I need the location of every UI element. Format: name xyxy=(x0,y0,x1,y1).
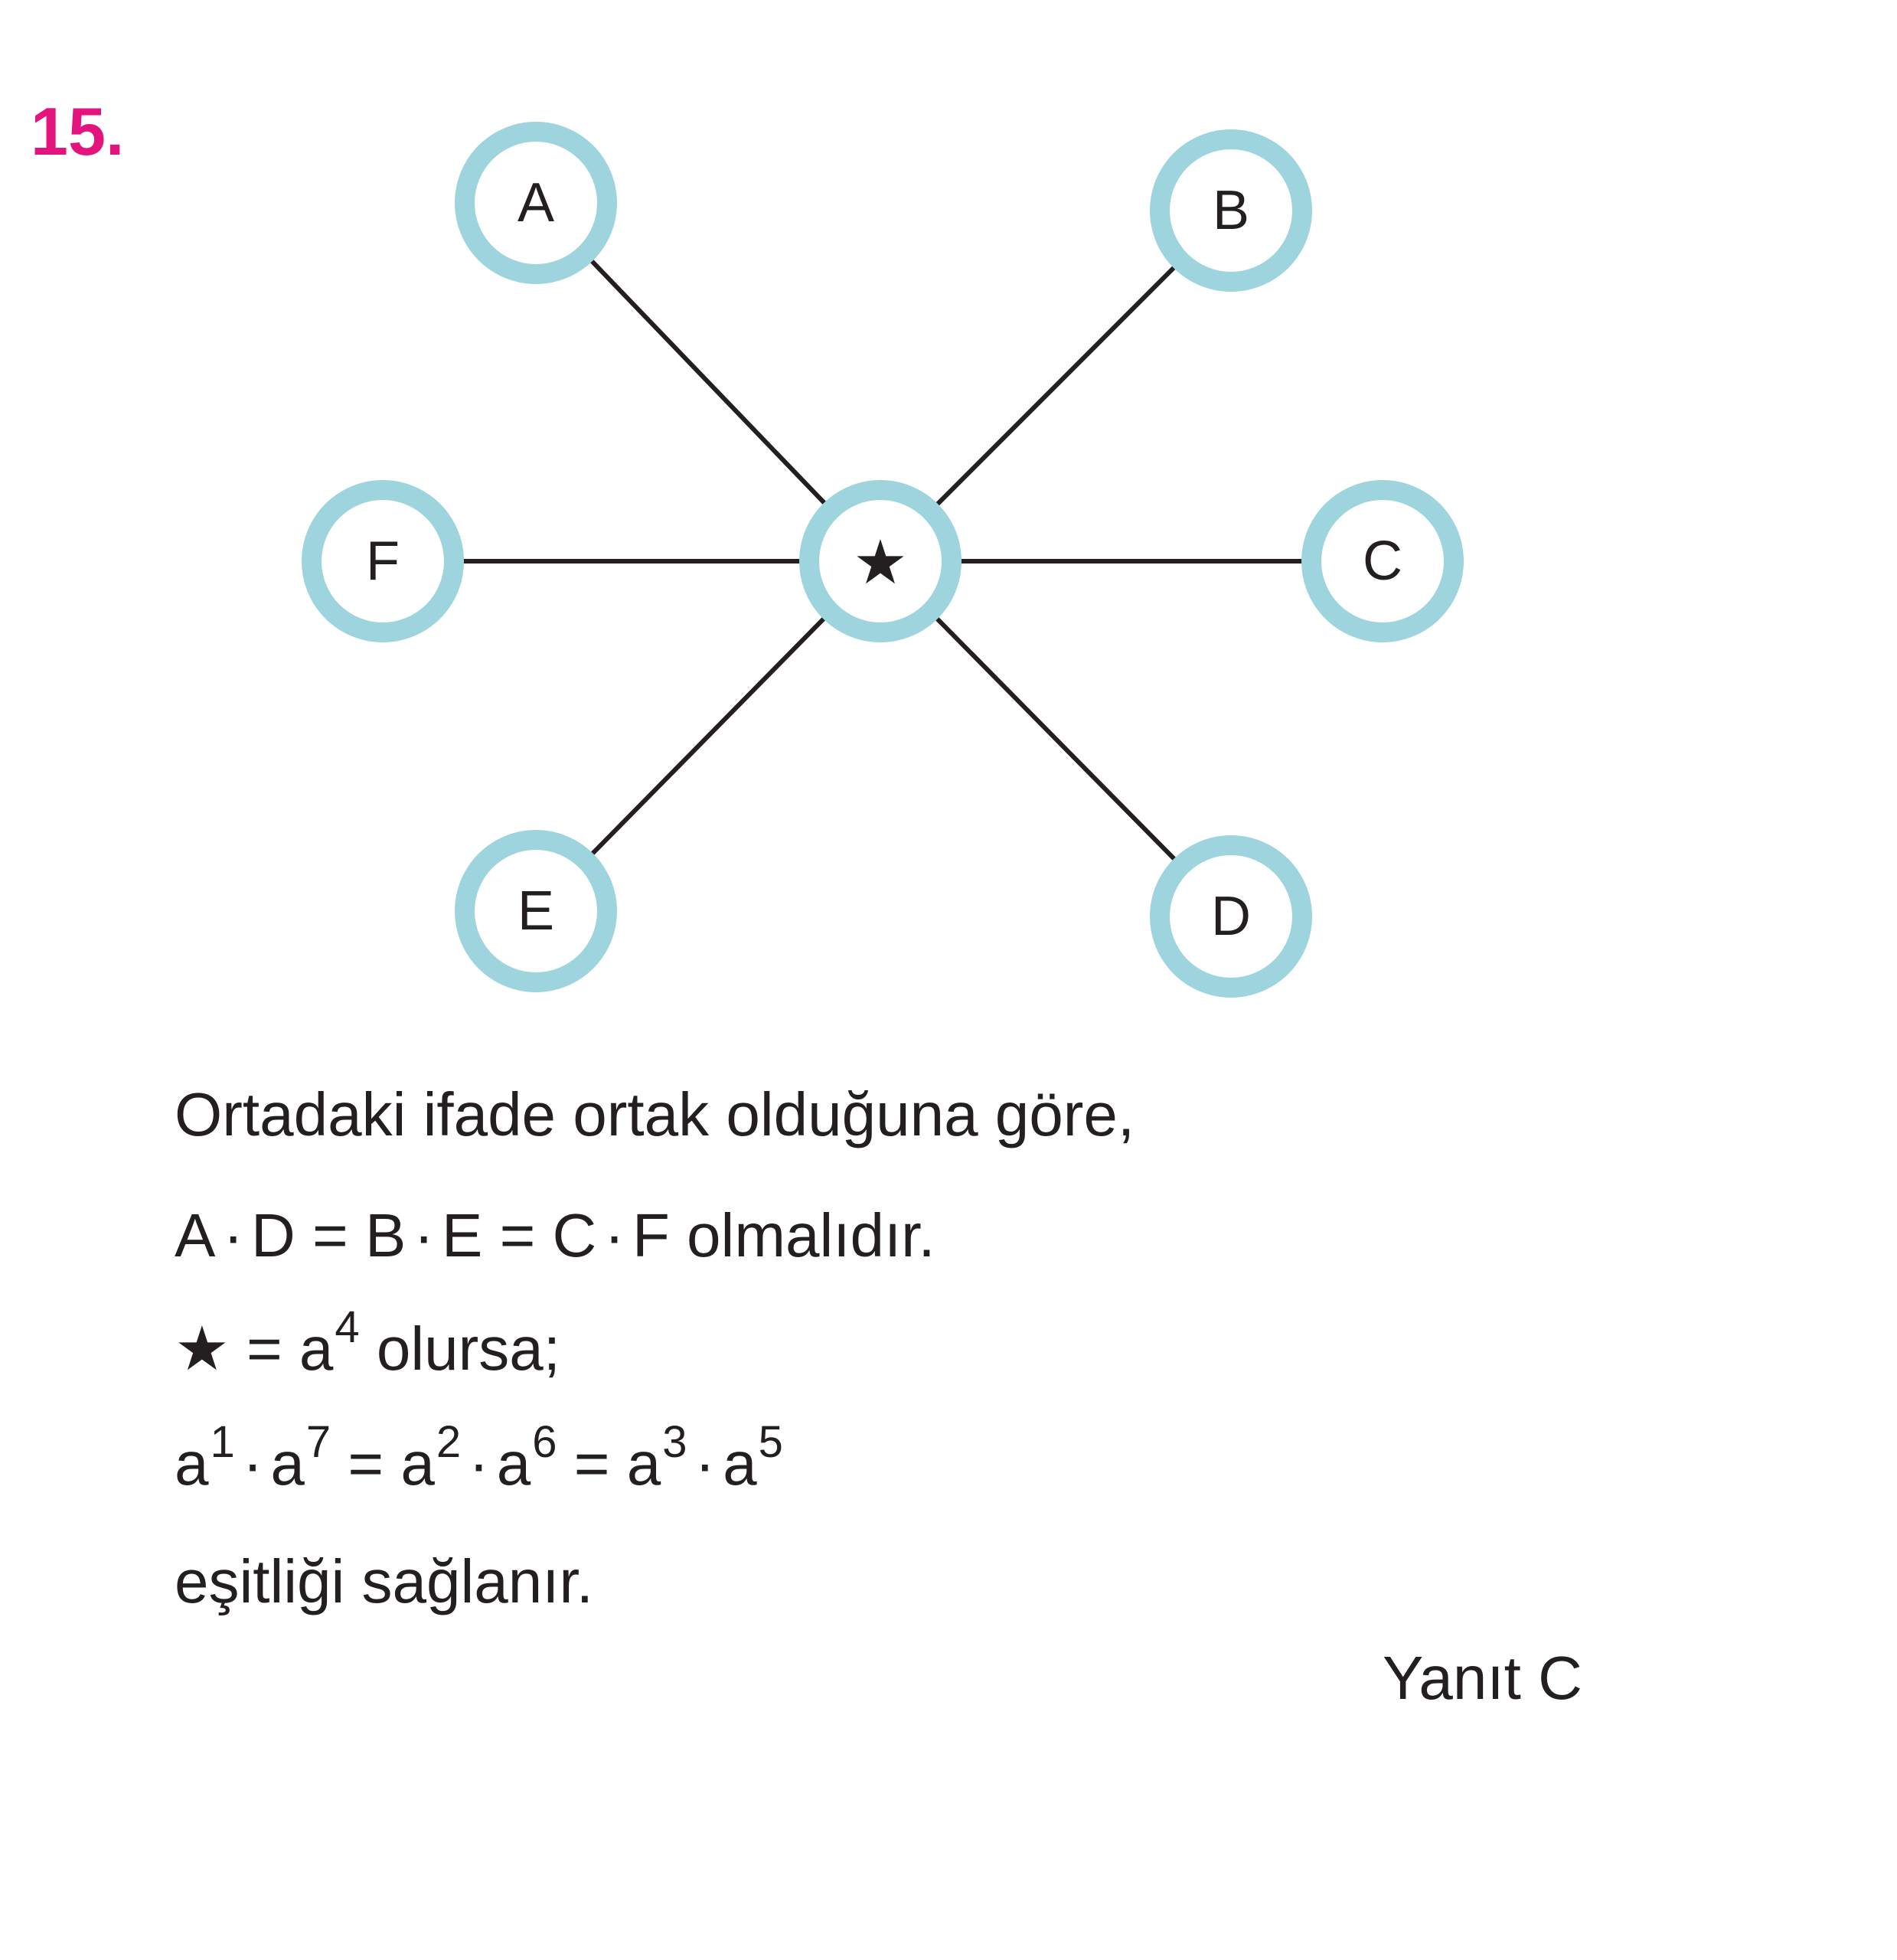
connector-lines xyxy=(383,201,1383,919)
line-center-b xyxy=(878,208,1233,564)
term-e: E xyxy=(441,1201,483,1269)
node-e-label: E xyxy=(518,880,554,942)
exp-2: 2 xyxy=(436,1417,462,1468)
node-d: D xyxy=(1150,835,1312,998)
star-diagram: A B C D E F ★ xyxy=(302,122,1464,998)
exp-5: 5 xyxy=(758,1417,783,1468)
node-a: A xyxy=(455,122,617,284)
line3-suffix: olursa; xyxy=(376,1315,561,1383)
node-a-label: A xyxy=(518,172,554,234)
explanation-line-1: Ortadaki ifade ortak olduğuna göre, xyxy=(175,1080,1135,1148)
node-b: B xyxy=(1150,129,1312,292)
node-b-label: B xyxy=(1213,180,1249,241)
question-number: 15. xyxy=(31,93,125,169)
exp-3: 3 xyxy=(662,1417,687,1468)
node-e: E xyxy=(455,830,617,992)
node-d-label: D xyxy=(1211,886,1251,947)
term-c: C xyxy=(552,1201,597,1269)
term-b: B xyxy=(364,1201,406,1269)
node-center: ★ xyxy=(799,480,962,642)
star-icon: ★ xyxy=(175,1313,230,1384)
center-star-icon: ★ xyxy=(853,527,908,598)
line-center-e xyxy=(534,559,883,913)
answer-text: Yanıt C xyxy=(1383,1644,1582,1712)
explanation-line-5: eşitliği sağlanır. xyxy=(175,1547,593,1615)
power-exponent: 4 xyxy=(335,1302,360,1353)
exp-1: 1 xyxy=(210,1417,235,1468)
explanation-line-2: A·D = B·E = C·F olmalıdır. xyxy=(175,1201,935,1269)
term-f: F xyxy=(632,1201,670,1269)
exp-7: 7 xyxy=(305,1417,331,1468)
node-f-label: F xyxy=(366,531,400,592)
explanation-line-4: a1·a7 = a2·a6 = a3·a5 xyxy=(175,1417,783,1498)
exp-6: 6 xyxy=(532,1417,557,1468)
line2-suffix: olmalıdır. xyxy=(687,1201,935,1269)
line-center-d xyxy=(878,559,1233,919)
term-d: D xyxy=(251,1201,295,1269)
power-base: a xyxy=(299,1315,334,1383)
node-c: C xyxy=(1301,480,1464,642)
node-f: F xyxy=(302,480,464,642)
line-center-a xyxy=(534,201,883,564)
node-c-label: C xyxy=(1363,531,1402,592)
explanation-line-3: ★ = a4 olursa; xyxy=(175,1302,561,1384)
term-a: A xyxy=(175,1201,216,1269)
